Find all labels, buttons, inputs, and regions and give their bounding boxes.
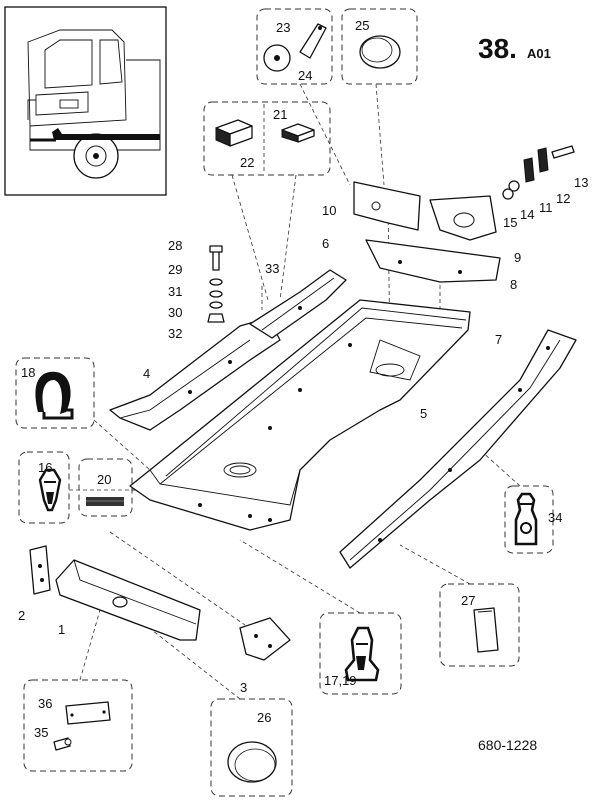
label-36: 36 — [38, 696, 52, 711]
label-32: 32 — [168, 326, 182, 341]
label-5: 5 — [420, 406, 427, 421]
label-31: 31 — [168, 284, 182, 299]
label-22: 22 — [240, 155, 254, 170]
inset-26 — [210, 698, 293, 797]
page-number-suffix: A01 — [527, 46, 551, 61]
cross-member-part-1 — [55, 559, 201, 641]
bracket-part-3 — [239, 617, 291, 661]
label-30: 30 — [168, 305, 182, 320]
label-28: 28 — [168, 238, 182, 253]
label-12: 12 — [556, 191, 570, 206]
rail-part-6 — [249, 269, 347, 339]
bracket-part-10 — [353, 181, 421, 231]
inset-25 — [341, 8, 418, 85]
rail-part-4 — [109, 317, 281, 431]
label-35: 35 — [34, 725, 48, 740]
label-15: 15 — [503, 215, 517, 230]
label-6: 6 — [322, 236, 329, 251]
inset-18 — [15, 357, 95, 429]
label-11: 11 — [539, 200, 553, 215]
label-29: 29 — [168, 262, 182, 277]
part-labels: 23 24 25 21 22 10 9 8 13 12 11 14 15 28 … — [18, 18, 588, 740]
label-27: 27 — [461, 593, 475, 608]
label-16: 16 — [38, 460, 52, 475]
truck-locator-inset — [4, 6, 167, 196]
label-7: 7 — [495, 332, 502, 347]
drawing-code: 680-1228 — [478, 737, 537, 753]
label-23: 23 — [276, 20, 290, 35]
label-14: 14 — [520, 207, 534, 222]
label-33: 33 — [265, 261, 279, 276]
bolt-stack-28-32 — [207, 245, 225, 323]
inset-21-22 — [203, 101, 331, 176]
bracket-part-9 — [429, 195, 497, 241]
label-25: 25 — [355, 18, 369, 33]
label-34: 34 — [548, 510, 562, 525]
label-26: 26 — [257, 710, 271, 725]
label-13: 13 — [574, 175, 588, 190]
label-20: 20 — [97, 472, 111, 487]
label-1: 1 — [58, 622, 65, 637]
label-21: 21 — [273, 107, 287, 122]
inset-27 — [439, 583, 520, 667]
label-8: 8 — [510, 277, 517, 292]
leader-lines — [69, 83, 521, 700]
label-9: 9 — [514, 250, 521, 265]
label-24: 24 — [298, 68, 312, 83]
label-17-19: 17,19 — [324, 673, 357, 688]
side-rail-part-7 — [339, 329, 577, 569]
inset-20 — [78, 458, 133, 517]
label-18: 18 — [21, 365, 35, 380]
label-10: 10 — [322, 203, 336, 218]
inset-35-36 — [23, 679, 133, 772]
inset-17-19 — [319, 612, 402, 695]
bracket-part-8 — [365, 239, 501, 283]
inset-23-24 — [256, 8, 333, 85]
label-3: 3 — [240, 680, 247, 695]
inset-16 — [18, 451, 70, 524]
fasteners-11-15 — [502, 145, 575, 200]
bracket-part-2 — [29, 545, 51, 595]
label-4: 4 — [143, 366, 150, 381]
frame-part-5 — [129, 299, 471, 531]
page-number: 38. — [478, 33, 517, 64]
label-2: 2 — [18, 608, 25, 623]
inset-34 — [504, 485, 554, 554]
